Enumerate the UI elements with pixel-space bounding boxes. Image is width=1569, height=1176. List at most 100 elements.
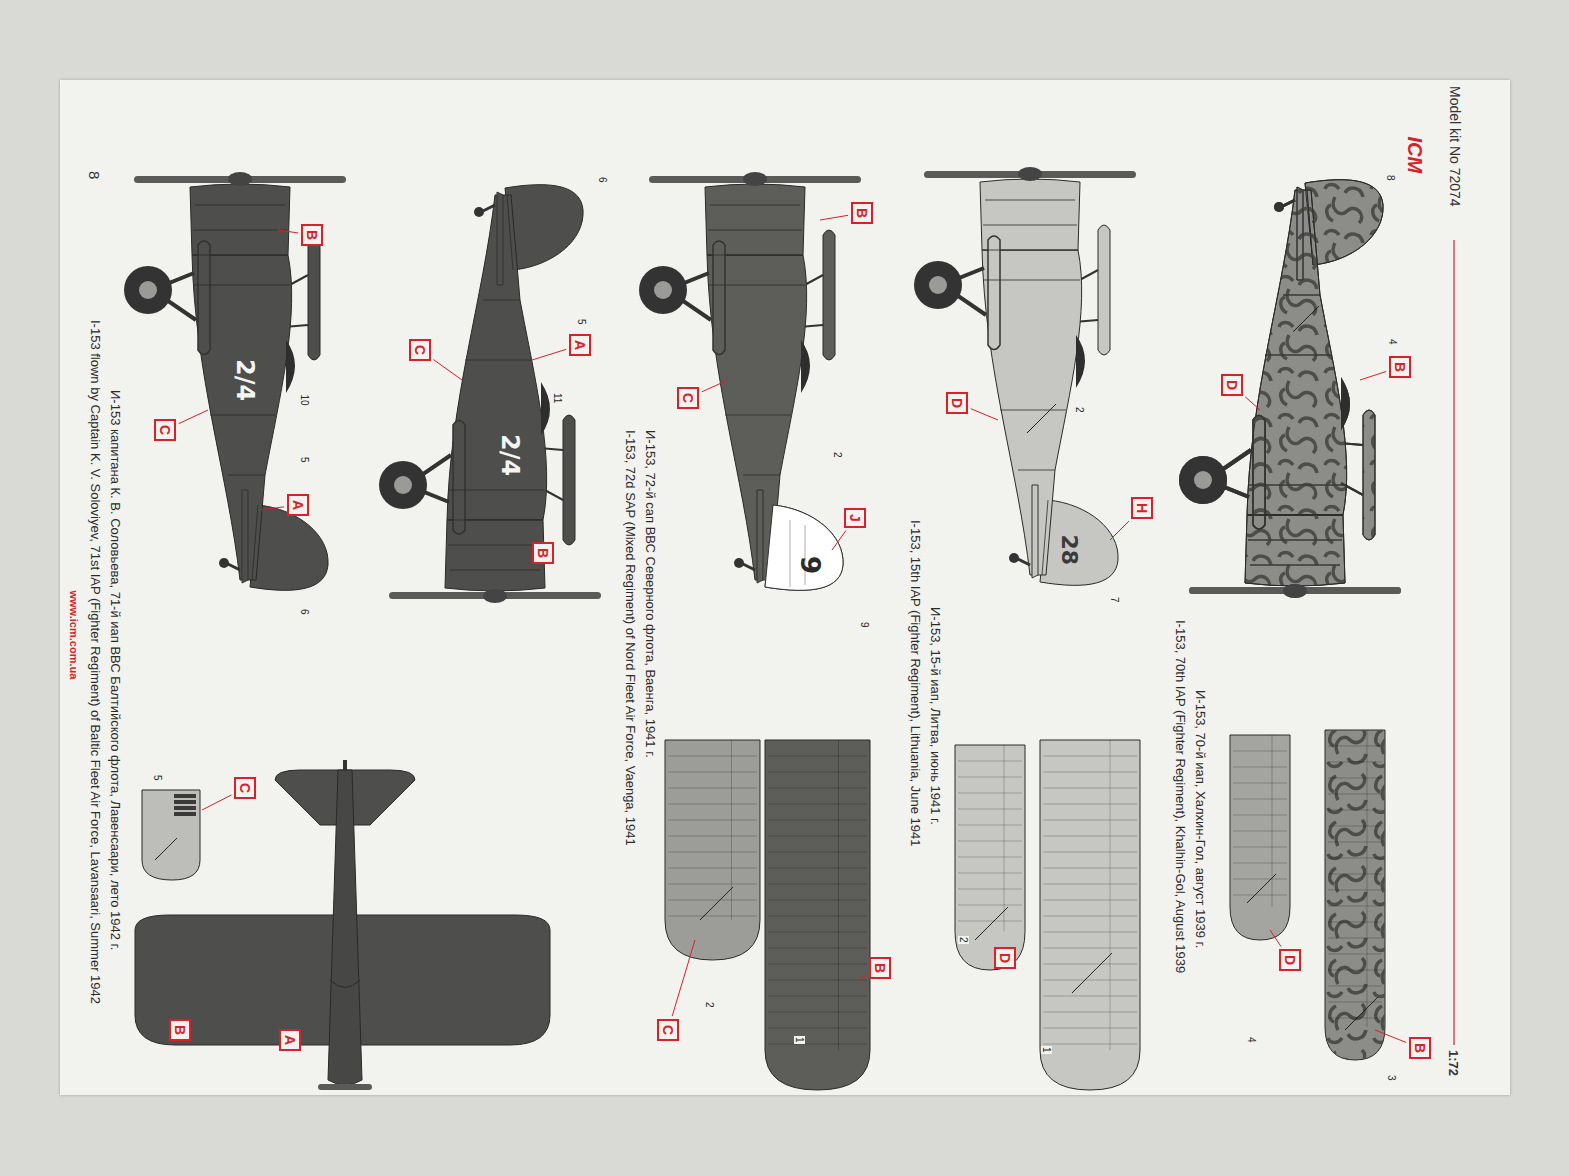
rib-lines [668, 740, 757, 920]
callout-box: A [569, 334, 591, 356]
aircraft-number: 28 [1058, 535, 1083, 566]
callout-letter: H [1134, 503, 1150, 513]
leader-line [1360, 372, 1386, 380]
callout-box: D [1221, 374, 1243, 396]
caption: И-153, 15-й иап, Литва, июнь 1941 г. [928, 607, 943, 825]
callout-number: 2 [1075, 406, 1086, 414]
top-view [135, 760, 550, 1090]
callout-letter: B [854, 208, 870, 218]
leader-line [1270, 930, 1281, 947]
callout-box: B [169, 1019, 191, 1041]
illustration [60, 80, 1510, 1095]
aircraft-number: 2/4 [231, 359, 259, 401]
callout-box: C [657, 1019, 679, 1041]
callout-number: 5 [577, 318, 588, 326]
callout-box: B [1389, 356, 1411, 378]
star-insignia [1345, 997, 1378, 1030]
callout-box: B [1409, 1037, 1431, 1059]
leader-line [278, 230, 298, 233]
side-view-4 [379, 185, 601, 603]
callout-letter: B [535, 548, 551, 558]
rib-lines [1233, 735, 1287, 907]
callout-box: D [1279, 949, 1301, 971]
star-insignia [1294, 306, 1319, 331]
callout-number: 2 [705, 1001, 716, 1009]
callout-number: 3 [1387, 1074, 1398, 1082]
callout-letter: D [1224, 380, 1240, 390]
callout-number: 6 [300, 608, 311, 616]
callout-box: B [301, 224, 323, 246]
callout-letter: B [304, 230, 320, 240]
caption: И-153, 72-й сап ВВС Северного флота, Вае… [643, 430, 658, 758]
callout-letter: D [1282, 955, 1298, 965]
callout-letter: B [1412, 1043, 1428, 1053]
callout-box: D [994, 947, 1016, 969]
callout-letter: C [237, 783, 253, 793]
header-rule [1453, 240, 1454, 1045]
side-view-2 [914, 167, 1136, 585]
scale-note: 1:72 [1447, 1050, 1462, 1076]
camouflage [1325, 730, 1385, 1060]
generated-art [155, 215, 1406, 1090]
callout-box: C [677, 387, 699, 409]
callout-box: J [844, 508, 866, 528]
callout-letter: J [847, 514, 863, 522]
callout-number: 5 [153, 774, 164, 782]
brand-logo: ICM [1404, 137, 1427, 174]
side-view-3 [639, 172, 861, 590]
kit-number: Model kit No 72074 [1447, 86, 1463, 207]
callout-box: A [287, 494, 309, 516]
leader-line [832, 530, 846, 550]
caption: I-153 flown by Captain K. V. Soloviyev, … [88, 320, 103, 1004]
star-insignia [1027, 404, 1056, 433]
leader-line [1245, 397, 1260, 410]
callout-box: B [532, 542, 554, 564]
callout-number: 5 [300, 456, 311, 464]
callout-box: C [154, 419, 176, 441]
wing-plan [765, 740, 870, 1090]
star-insignia [155, 838, 177, 860]
callout-number: 8 [1386, 174, 1397, 182]
callout-letter: A [282, 1035, 298, 1045]
callout-letter: C [660, 1025, 676, 1035]
callout-box: A [279, 1029, 301, 1051]
rib-lines [1328, 730, 1382, 1027]
caption: И-153, 70-й иап, Халхин-Гол, август 1939… [1193, 690, 1208, 948]
callout-box: B [851, 202, 873, 224]
callout-letter: C [157, 425, 173, 435]
callout-number: 2 [833, 451, 844, 459]
leader-line [532, 349, 566, 360]
leader-line [179, 410, 208, 424]
callout-box: C [409, 339, 431, 361]
callout-letter: B [172, 1025, 188, 1035]
callout-letter: D [949, 398, 965, 408]
leader-line [971, 409, 998, 420]
callout-number: 4 [1247, 1036, 1258, 1044]
callout-number: 11 [553, 392, 564, 404]
wing-plan [1325, 730, 1385, 1060]
aircraft-number: 2/4 [496, 434, 524, 476]
star-insignia [1247, 874, 1276, 903]
side-view-1 [1179, 180, 1401, 598]
callout-box: H [1131, 497, 1153, 519]
leader-line [202, 795, 231, 810]
leader-line [260, 507, 284, 510]
web-address: www.icm.com.ua [68, 591, 80, 680]
wing-plan [955, 745, 1025, 970]
side-view-5 [124, 172, 346, 590]
caption: I-153, 72d SAP (Mixed Regiment) of Nord … [623, 430, 638, 846]
callout-box: B [869, 957, 891, 979]
instruction-sheet: Model kit No 72074B D D B D H D B C J B C A C B B C A C B A I… [60, 80, 1510, 1095]
callout-number: 9 [860, 621, 871, 629]
rib-lines [768, 740, 867, 1050]
leader-line [672, 940, 695, 1016]
aircraft-number: 9 [795, 556, 825, 574]
caption: И-153 капитана К. В. Соловьева, 71-й иап… [108, 390, 123, 950]
callout-number: 1 [795, 1036, 806, 1044]
star-insignia [700, 887, 733, 920]
callout-number: 10 [300, 394, 311, 407]
leader-line [702, 380, 728, 392]
leader-line [433, 360, 462, 380]
rib-lines [958, 745, 1022, 932]
callout-number: 2 [959, 936, 970, 944]
